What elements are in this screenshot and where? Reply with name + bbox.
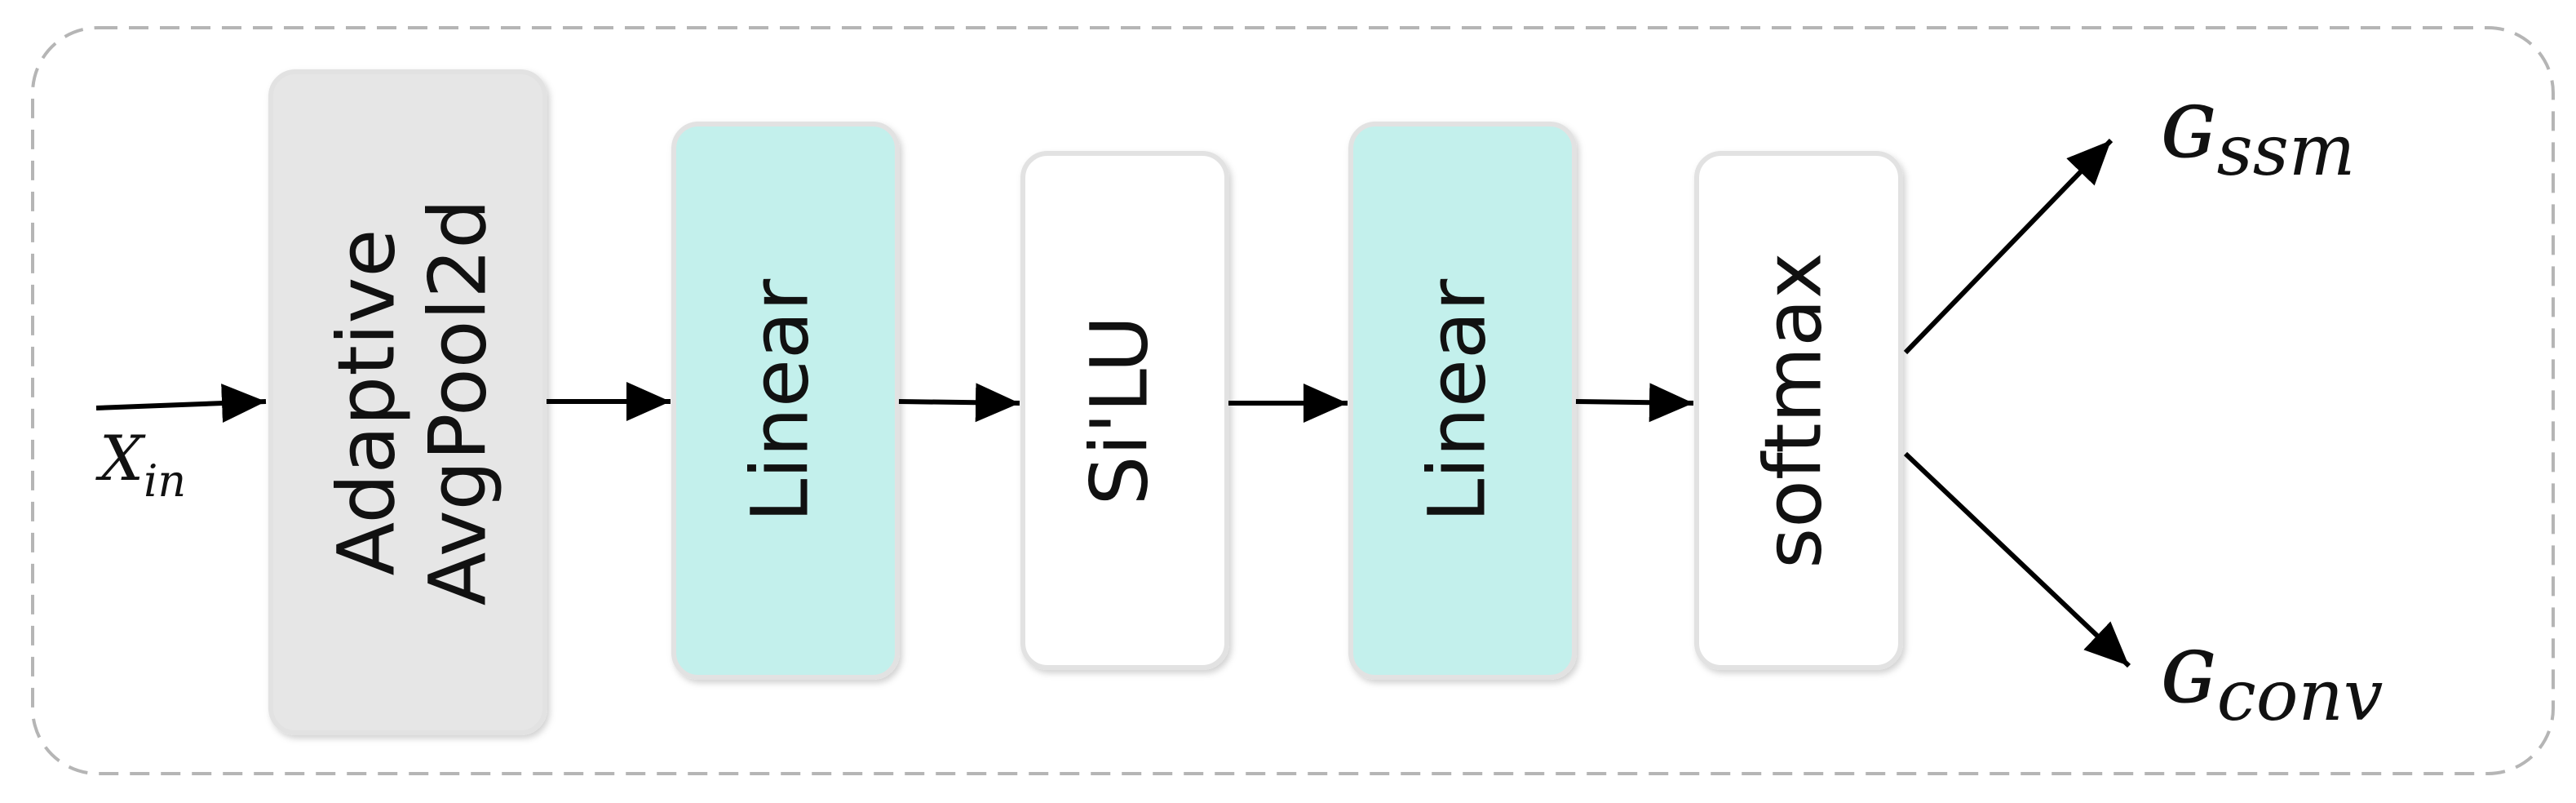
linear-label-1: Linear xyxy=(734,278,825,522)
input-label-sub: in xyxy=(144,455,186,507)
input-arrow xyxy=(95,384,267,424)
input-label-base: X xyxy=(95,422,146,495)
pool-label-line-1: Adaptive xyxy=(321,229,412,576)
input-label: Xin xyxy=(95,422,186,507)
arrow-linear-to-silu xyxy=(898,383,1020,423)
softmax-label: softmax xyxy=(1747,252,1839,569)
linear-label-2: Linear xyxy=(1411,278,1503,522)
pool-label-line-2: AvgPool2d xyxy=(412,199,503,606)
g-ssm-sub: ssm xyxy=(2217,110,2356,192)
g-ssm-label: ɢssm xyxy=(2160,67,2355,192)
silu-label: Si'LU xyxy=(1073,316,1165,506)
arrow-to-g-ssm xyxy=(1903,138,2113,355)
pool-label-group: Adaptive AvgPool2d xyxy=(321,199,503,606)
g-conv-label: ɢconv xyxy=(2160,612,2383,737)
arrow-to-g-conv xyxy=(1903,451,2131,668)
softmax-block xyxy=(1694,151,1903,670)
silu-block xyxy=(1020,151,1229,670)
linear-block-1 xyxy=(671,122,900,680)
g-conv-base: ɢ xyxy=(2160,612,2217,725)
adaptive-avgpool-block xyxy=(268,69,547,735)
g-ssm-base: ɢ xyxy=(2160,67,2217,180)
g-conv-sub: conv xyxy=(2217,655,2383,737)
linear-block-2 xyxy=(1348,122,1577,680)
arrow-linear-to-softmax xyxy=(1575,383,1694,423)
dashed-frame xyxy=(31,26,2555,775)
